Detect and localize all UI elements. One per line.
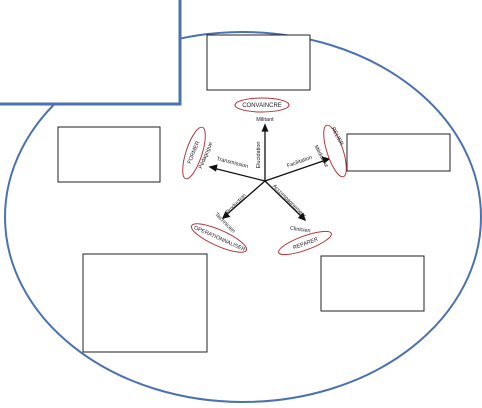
pill-convaincre [234,97,290,113]
pill-relier [323,124,347,178]
pill-former [182,126,206,180]
spoke-down-right [264,180,304,219]
arrowhead-up [261,123,269,132]
label-convaincre: CONVAINCRE [242,103,282,109]
bottom-right-box [320,255,425,312]
spokes [208,123,331,222]
arrowhead-down-right [297,212,307,222]
arrowhead-right [321,156,331,164]
node-convaincre: CONVAINCRE Militant Elucidation [234,97,290,169]
spoke-right [264,159,327,182]
pill-reparer [278,230,332,256]
arrowhead-down-left [221,211,231,219]
top-center-box [206,34,311,91]
left-box [57,126,161,183]
bottom-left-box [82,253,208,353]
method-convaincre: Elucidation [256,142,262,169]
spoke-left [212,167,266,182]
arrowhead-left [208,164,218,172]
right-box [346,133,451,172]
spoke-down-left [224,180,266,217]
top-left-box [0,0,182,106]
role-reparer: Clinicien [289,226,310,235]
role-convaincre: Militant [256,117,274,123]
pill-operationnaliser [190,223,248,253]
